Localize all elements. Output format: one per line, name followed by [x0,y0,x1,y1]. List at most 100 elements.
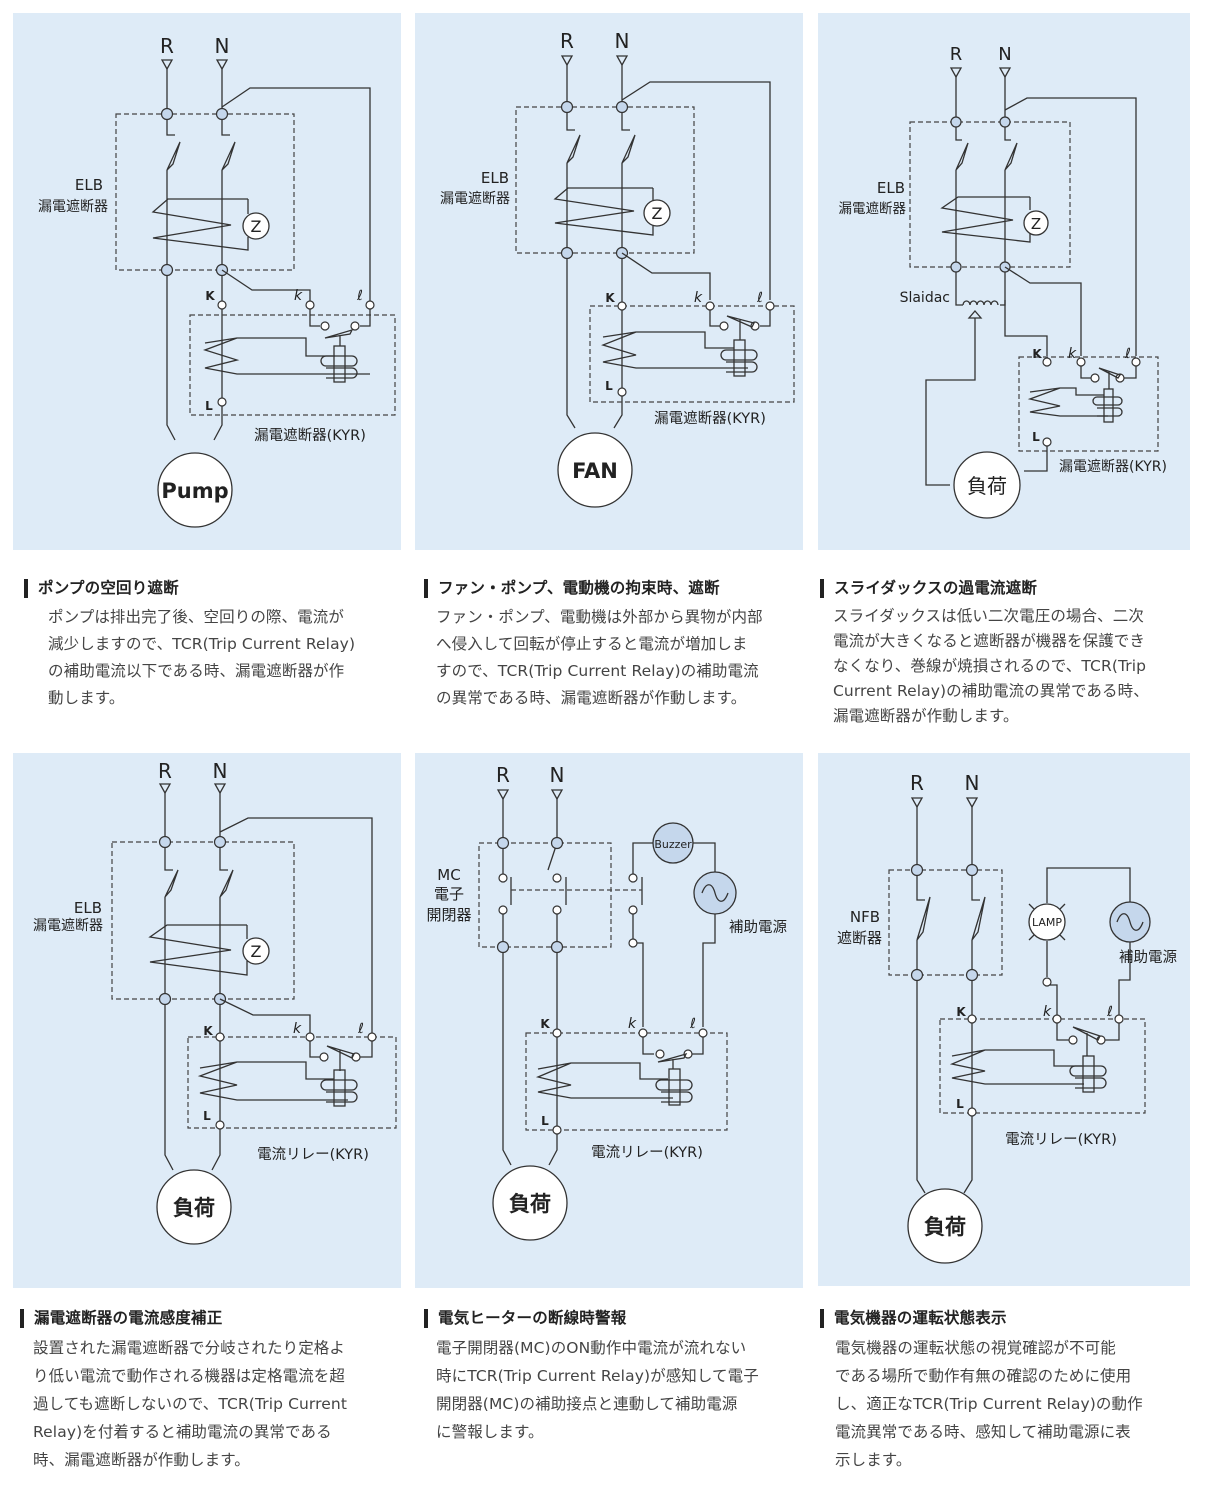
relay-contact-icon [326,1045,355,1071]
terminal-L-label: L [205,399,213,413]
z-symbol-icon [643,199,671,227]
phase-n-label: N [213,759,228,783]
switch-r-icon [955,142,969,171]
terminal-l-aux-label: ℓ [356,288,363,304]
z-symbol-icon [1023,210,1049,236]
relay-coil-icon [197,1061,348,1101]
phase-n-label: N [965,771,980,795]
load-icon [907,1188,983,1264]
mc-box [478,842,612,948]
terminal-n-icon [215,59,229,71]
description-heater: 電気ヒーターの断線時警報 電子開閉器(MC)のON動作中電流が流れない 時にTC… [424,1308,809,1446]
heading-bar-icon [24,579,28,598]
relay-name-label: 漏電遮断器(KYR) [654,410,766,427]
relay-coil-icon [202,337,370,375]
switch-n-icon [219,869,234,898]
section-heading: ファン・ポンプ、電動機の拘束時、遮断 [424,578,809,598]
relay-name-label: 電流リレー(KYR) [591,1144,703,1161]
relay-box [189,314,396,416]
diagram-panel-status: R N NFB 遮断器 LAMP 補助電源 K k ℓ L [818,753,1190,1286]
slaidac-tap-icon [967,310,983,319]
terminal-k-label: K [205,289,215,303]
load-label: 負荷 [924,1215,966,1239]
diagram-panel-pump: R N Z ELB 漏電遮断器 K k ℓ L [13,13,401,550]
relay-coil-icon [949,1049,1084,1085]
heading-text: スライダックスの過電流遮断 [834,579,1038,597]
relay-name-label: 漏電遮断器(KYR) [254,427,366,444]
description-slaidac: スライダックスの過電流遮断 スライダックスは低い二次電圧の場合、二次 電流が大き… [820,578,1205,729]
terminal-k-label: K [540,1017,550,1031]
circuit-diagram-heater: R N MC 電子 開閉器 Buzzer 補助電源 K k ℓ L [426,763,787,1241]
z-label: Z [251,217,262,236]
relay-coil-icon [535,1062,673,1099]
terminal-k-aux-label: k [293,1021,302,1037]
switch-r-icon [166,141,181,171]
circuit-diagram-sensitivity: R N Z ELB 漏電遮断器 K k ℓ L 電流リレー(KYR) [33,759,397,1245]
switch-n-icon [221,141,236,171]
terminal-r-icon [160,59,174,71]
terminal-l-aux-label: ℓ [357,1021,364,1037]
terminal-L-label: L [956,1097,964,1111]
switch-r-icon [916,896,931,941]
heading-bar-icon [424,579,428,598]
phase-n-label: N [550,763,565,787]
description-status: 電気機器の運転状態表示 電気機器の運転状態の視覚確認が不可能 である場所で動作有… [820,1308,1205,1474]
section-body: 電子開閉器(MC)のON動作中電流が流れない 時にTCR(Trip Curren… [436,1339,759,1441]
relay-contact-icon [1098,367,1122,389]
relay-box [939,1018,1146,1114]
terminal-k-aux-label: k [294,288,303,304]
zct-coil-icon [553,187,654,236]
elb-box [111,841,295,1000]
relay-name-label: 電流リレー(KYR) [257,1146,369,1163]
terminal-k-aux-label: k [1043,1004,1052,1020]
z-symbol-icon [242,212,270,240]
heading-text: 電気機器の運転状態表示 [834,1309,1007,1327]
terminal-L-label: L [605,379,613,393]
relay-box [187,1036,397,1129]
nfb-box [888,869,1003,976]
load-pump-icon [157,452,233,528]
relay-box [1018,356,1159,452]
mc-name-line2-label: 開閉器 [426,906,471,924]
terminal-l-aux-label: ℓ [1124,346,1131,362]
terminal-n-icon [213,783,227,795]
lamp-label: LAMP [1032,916,1062,929]
terminal-r-icon [910,797,924,809]
slaidac-coil-icon [962,300,999,306]
elb-box [515,106,695,254]
terminal-r-icon [949,67,963,79]
terminal-r-icon [158,783,172,795]
section-body: ポンプは排出完了後、空回りの際、電流が 減少しますので、TCR(Trip Cur… [48,608,356,707]
zct-coil-icon [148,924,248,976]
relay-box [589,305,795,403]
description-fan: ファン・ポンプ、電動機の拘束時、遮断 ファン・ポンプ、電動機は外部から異物が内部… [424,578,809,712]
section-body: 電気機器の運転状態の視覚確認が不可能 である場所で動作有無の確認のために使用 し… [835,1339,1143,1469]
phase-r-label: R [910,771,924,795]
elb-box [115,113,295,271]
mc-contact-icon [510,877,643,905]
relay-coil-icon [601,331,748,369]
terminal-n-icon [998,67,1012,79]
nfb-code-label: NFB [850,908,880,926]
phase-r-label: R [160,34,174,58]
description-pump: ポンプの空回り遮断 ポンプは排出完了後、空回りの際、電流が 減少しますので、TC… [24,578,409,712]
terminal-k-label: K [605,291,615,305]
elb-code-label: ELB [75,176,103,194]
elb-name-label: 漏電遮断器 [839,201,907,217]
phase-n-label: N [998,44,1011,65]
switch-n-icon [621,134,636,164]
section-heading: 電気ヒーターの断線時警報 [424,1308,809,1328]
terminal-L-label: L [541,1114,549,1128]
elb-code-label: ELB [74,899,102,917]
terminal-k-label: K [956,1005,966,1019]
diagram-panel-fan: R N Z ELB 漏電遮断器 K k ℓ L 漏電遮断器(KYR) [415,13,803,550]
description-sensitivity: 漏電遮断器の電流感度補正 設置された漏電遮断器で分岐されたり定格よ り低い電流で… [20,1308,410,1474]
elb-box [909,121,1071,268]
lamp-icon [1028,903,1066,941]
heading-text: 電気ヒーターの断線時警報 [438,1309,627,1327]
heading-text: ポンプの空回り遮断 [38,579,179,597]
relay-contact-icon [726,315,755,340]
elb-name-label: 漏電遮断器 [33,918,103,934]
load-label: 負荷 [509,1192,551,1216]
load-icon [156,1169,232,1245]
